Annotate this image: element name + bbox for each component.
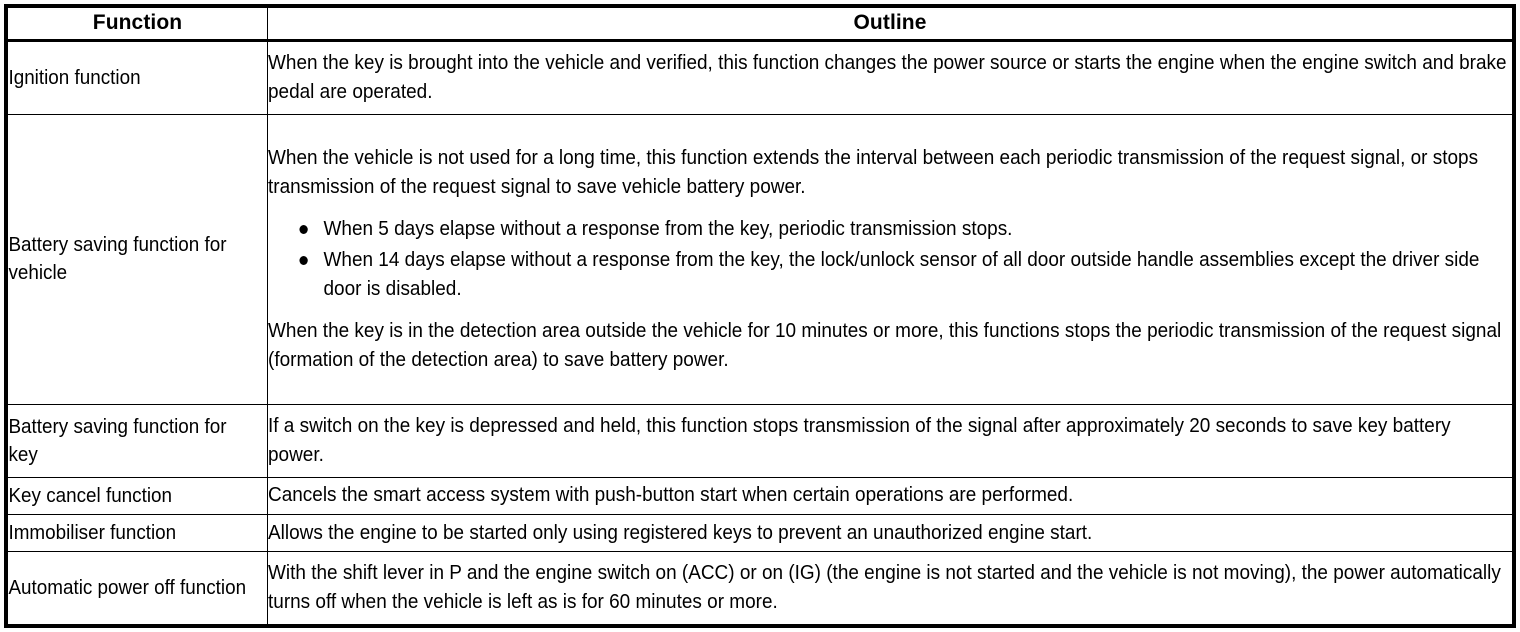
row-outline-cell: With the shift lever in P and the engine… [267,550,1513,626]
table-row: Battery saving function for key If a swi… [7,403,1513,478]
table-row: Battery saving function for vehicle When… [7,113,1513,405]
outline-content: Allows the engine to be started only usi… [268,519,1511,548]
row-function-label: Key cancel function [7,476,248,515]
row-outline-cell: Allows the engine to be started only usi… [267,513,1513,552]
outline-paragraph: Cancels the smart access system with pus… [268,483,1074,507]
column-header-outline: Outline [267,7,1513,42]
table-header-row: Function Outline [7,7,1513,42]
list-item-text: When 5 days elapse without a response fr… [323,217,1013,241]
row-outline-cell: When the key is brought into the vehicle… [267,39,1513,115]
row-outline-cell: If a switch on the key is depressed and … [267,403,1513,478]
outline-paragraph: If a switch on the key is depressed and … [268,414,1451,466]
row-function-label: Automatic power off function [7,550,248,626]
bullet-dot-icon [299,225,308,235]
row-function-label: Battery saving function for key [7,403,248,478]
outline-content: With the shift lever in P and the engine… [268,559,1511,616]
table-row: Automatic power off function With the sh… [7,550,1513,626]
outline-paragraph: Allows the engine to be started only usi… [268,520,1093,544]
row-outline-cell: Cancels the smart access system with pus… [267,476,1513,515]
outline-content: Cancels the smart access system with pus… [268,481,1511,510]
row-function-label: Ignition function [7,39,248,115]
spec-table-container: Function Outline Ignition function When … [4,4,1516,628]
table-row: Immobiliser function Allows the engine t… [7,513,1513,552]
outline-paragraph: When the key is brought into the vehicle… [268,50,1507,103]
function-outline-table: Function Outline Ignition function When … [7,7,1513,626]
table-body: Function Outline Ignition function When … [7,7,1513,626]
row-outline-cell: When the vehicle is not used for a long … [267,113,1513,405]
outline-paragraph: When the key is in the detection area ou… [268,319,1502,371]
bullet-dot-icon [299,256,308,266]
row-function-label: Battery saving function for vehicle [7,113,248,405]
list-item: When 14 days elapse without a response f… [299,246,1510,303]
outline-bullet-list: When 5 days elapse without a response fr… [268,215,1511,303]
outline-content: When the key is brought into the vehicle… [268,49,1511,106]
table-row: Key cancel function Cancels the smart ac… [7,476,1513,515]
outline-paragraph: With the shift lever in P and the engine… [268,561,1501,613]
table-row: Ignition function When the key is brough… [7,39,1513,115]
list-item: When 5 days elapse without a response fr… [299,215,1510,244]
outline-paragraph: When the vehicle is not used for a long … [268,145,1479,198]
list-item-text: When 14 days elapse without a response f… [323,247,1480,300]
outline-content: If a switch on the key is depressed and … [268,412,1511,469]
row-function-label: Immobiliser function [7,513,248,552]
outline-content: When the vehicle is not used for a long … [268,144,1511,375]
column-header-function: Function [7,7,268,42]
